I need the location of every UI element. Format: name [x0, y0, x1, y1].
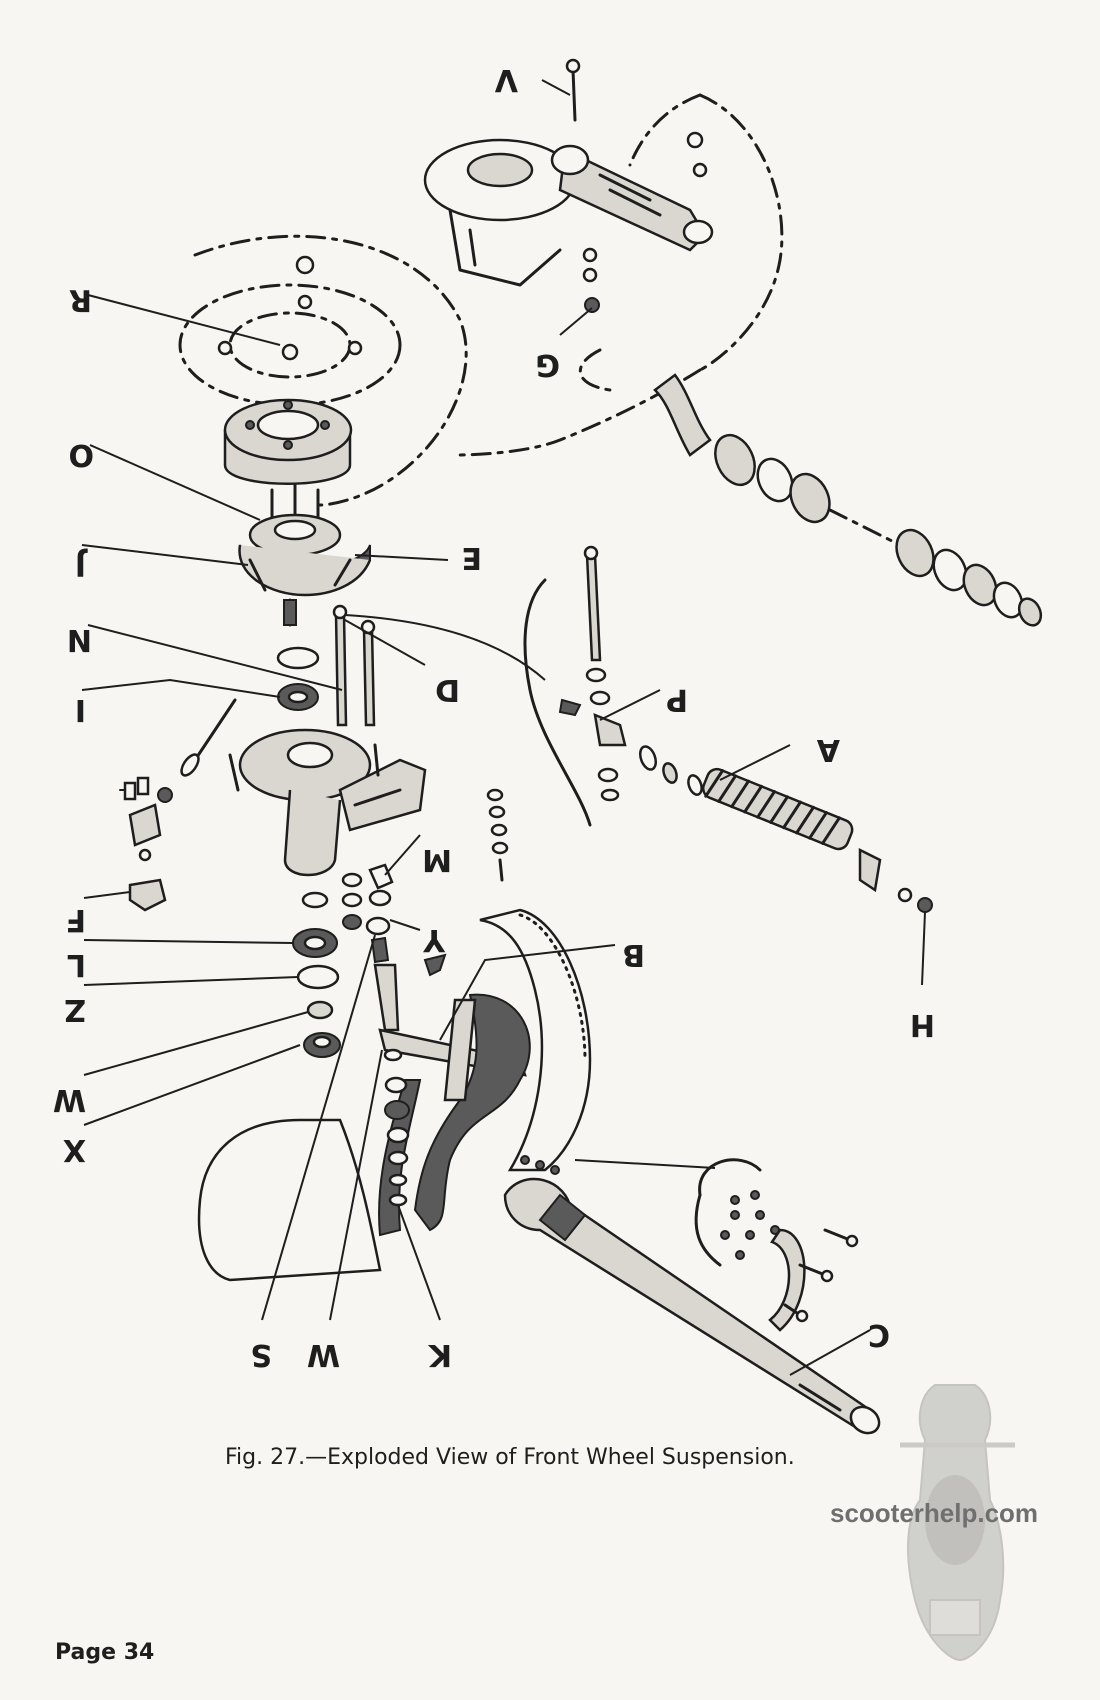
- label-k: K: [427, 1337, 452, 1372]
- label-d: D: [435, 672, 460, 707]
- label-w-bottom: W: [307, 1337, 340, 1372]
- page-number: Page 34: [55, 1640, 155, 1665]
- label-v: V: [494, 62, 518, 97]
- label-j: J: [75, 547, 88, 582]
- fork-head-assembly: [423, 58, 784, 457]
- steering-race-bearings: [714, 433, 1043, 627]
- label-p: P: [666, 682, 688, 717]
- coil-spring: [638, 745, 933, 913]
- brake-plate-area: [178, 234, 468, 507]
- label-h: H: [910, 1007, 935, 1042]
- label-b: B: [622, 937, 645, 972]
- label-a: A: [816, 732, 840, 767]
- scooter-watermark-logo: [900, 1384, 1015, 1662]
- label-x: X: [63, 1132, 86, 1167]
- label-m-top: M: [422, 842, 452, 877]
- fixing-plate: [694, 1158, 859, 1332]
- label-i: I: [75, 692, 86, 727]
- label-y: Y: [422, 922, 446, 957]
- part-labels: V R G O E J N D I P A M Y F L Z B H W X …: [53, 62, 935, 1372]
- label-o: O: [68, 437, 94, 472]
- watermark-text: scooterhelp.com: [830, 1498, 1039, 1528]
- wheel-hub: [238, 483, 372, 627]
- figure-caption: Fig. 27.—Exploded View of Front Wheel Su…: [225, 1445, 795, 1470]
- brake-cable-parts: [119, 698, 237, 912]
- label-g: G: [535, 347, 560, 382]
- label-r: R: [69, 282, 92, 317]
- label-n: N: [67, 622, 92, 657]
- leader-lines: [81, 79, 926, 1376]
- label-w-left: W: [53, 1082, 86, 1117]
- shock-shaft-assembly: [523, 545, 627, 827]
- steering-column: [197, 908, 592, 1282]
- bearing-washers: [292, 788, 509, 1058]
- label-l: L: [67, 947, 86, 982]
- fork-link: [228, 728, 427, 877]
- label-s: S: [250, 1337, 272, 1372]
- label-f: F: [66, 902, 87, 937]
- label-e: E: [462, 540, 483, 575]
- axle-parts: [276, 604, 376, 727]
- steering-tube: [503, 1155, 881, 1435]
- label-z: Z: [64, 992, 86, 1027]
- label-c: C: [868, 1317, 890, 1352]
- brake-drum: [223, 398, 353, 485]
